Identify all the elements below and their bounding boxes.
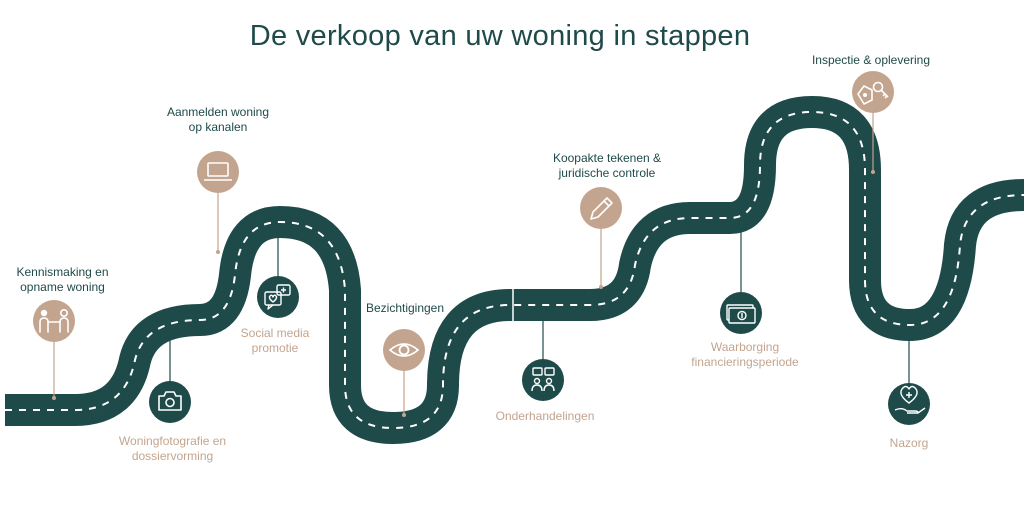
step-2-label: Woningfotografie en dossiervorming [105, 434, 240, 464]
keys-icon [857, 81, 889, 105]
eye-icon [388, 343, 420, 357]
pin-1-dot [52, 396, 56, 400]
pin-9-dot [871, 170, 875, 174]
step-7-marker [580, 187, 622, 229]
step-2-label-line2: dossiervorming [131, 449, 214, 463]
road-surface [5, 96, 1024, 444]
step-3-label-line2: op kanalen [188, 120, 248, 134]
step-9-label: Inspectie & oplevering [800, 53, 942, 68]
pen-icon [590, 197, 613, 220]
step-10-marker [888, 383, 930, 425]
step-3-label-line1: Aanmelden woning [166, 105, 270, 119]
step-1-label-line1: Kennismaking en [16, 265, 109, 279]
step-9-marker [852, 71, 894, 113]
step-3-label: Aanmelden woning op kanalen [153, 105, 283, 135]
banknote-icon [726, 304, 756, 324]
step-8-label: Waarborging financieringsperiode [675, 340, 815, 370]
step-6-label-line1: Onderhandelingen [495, 409, 595, 423]
step-6-label: Onderhandelingen [480, 409, 610, 424]
step-2-marker [149, 381, 191, 423]
step-4-label-line2: promotie [251, 341, 299, 355]
step-3-marker [197, 151, 239, 193]
negotiation-icon [531, 367, 555, 392]
connectors [52, 111, 910, 417]
step-7-label-line2: juridische controle [558, 166, 656, 180]
pin-5-dot [402, 413, 406, 417]
heart-hand-icon [894, 385, 926, 414]
step-5-label-line1: Bezichtigingen [365, 301, 445, 315]
camera-icon [158, 391, 182, 411]
step-9-label-line1: Inspectie & oplevering [811, 53, 931, 67]
step-4-marker [257, 276, 299, 318]
step-5-marker [383, 329, 425, 371]
laptop-icon [204, 162, 232, 181]
road-center-line [5, 110, 1024, 430]
pin-3-dot [216, 250, 220, 254]
social-media-icon [264, 284, 291, 310]
step-7-label: Koopakte tekenen & juridische controle [537, 151, 677, 181]
road [5, 96, 1024, 444]
handshake-icon [39, 308, 69, 333]
step-4-label: Social media promotie [225, 326, 325, 356]
step-2-label-line1: Woningfotografie en [118, 434, 227, 448]
step-1-marker [33, 300, 75, 342]
step-5-label: Bezichtigingen [350, 301, 460, 316]
pin-7-dot [599, 285, 603, 289]
step-8-label-line1: Waarborging [710, 340, 780, 354]
step-4-label-line1: Social media [240, 326, 310, 340]
step-10-label-line1: Nazorg [889, 436, 929, 450]
step-7-label-line1: Koopakte tekenen & [552, 151, 662, 165]
step-1-label-line2: opname woning [20, 280, 105, 294]
step-1-label: Kennismaking en opname woning [0, 265, 125, 295]
step-10-label: Nazorg [874, 436, 944, 451]
step-8-marker [720, 292, 762, 334]
step-6-marker [522, 359, 564, 401]
step-8-label-line2: financieringsperiode [691, 355, 799, 369]
page-title: De verkoop van uw woning in stappen [249, 20, 751, 52]
